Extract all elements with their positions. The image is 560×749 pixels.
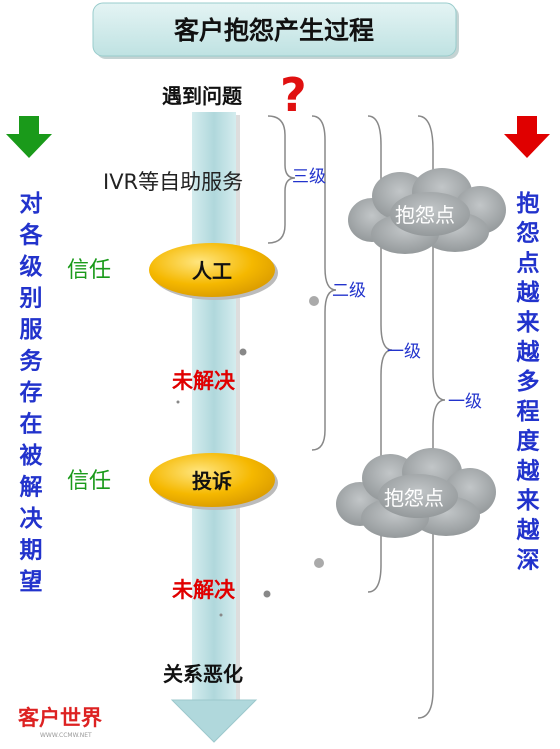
vertical-char: 点	[517, 250, 540, 276]
node-complaint-label: 投诉	[192, 469, 232, 493]
cloud-1-label: 抱怨点	[395, 203, 455, 227]
vertical-char: 越	[517, 280, 541, 306]
dot	[176, 400, 180, 404]
vertical-char: 服	[20, 317, 44, 343]
end-label: 关系恶化	[163, 662, 243, 686]
dot	[314, 558, 324, 568]
vertical-char: 在	[20, 411, 43, 438]
question-mark-icon: ?	[280, 68, 307, 122]
svg-text:客户世界: 客户世界	[18, 706, 102, 730]
complaint-cloud-2: 抱怨点	[336, 448, 496, 538]
title: 客户抱怨产生过程	[174, 16, 374, 45]
vertical-char: 期	[20, 538, 43, 564]
vertical-char: 怨	[517, 220, 540, 247]
vertical-char: 解	[20, 474, 43, 501]
title-box: 客户抱怨产生过程	[92, 2, 459, 59]
vertical-char: 程	[517, 399, 540, 425]
unresolved-label-2: 未解决	[172, 578, 236, 602]
trust-label-1: 信任	[67, 258, 111, 283]
unresolved-label-1: 未解决	[172, 369, 236, 393]
brace-level-1a	[367, 115, 393, 593]
ivr-label: IVR等自助服务	[103, 170, 243, 194]
vertical-char: 度	[517, 428, 541, 455]
vertical-char: 深	[517, 547, 540, 573]
dot	[309, 296, 319, 306]
level-2-label: 二级	[332, 281, 366, 301]
level-1b-label: 一级	[448, 392, 482, 412]
brace-level-1b	[417, 115, 446, 719]
level-1a-label: 一级	[387, 342, 421, 362]
node-manual-label: 人工	[192, 259, 232, 283]
vertical-char: 越	[517, 340, 541, 366]
vertical-char: 决	[20, 506, 44, 532]
start-label: 遇到问题	[162, 84, 243, 108]
vertical-char: 各	[19, 222, 44, 249]
vertical-char: 别	[19, 286, 43, 312]
vertical-char: 务	[20, 349, 44, 375]
vertical-char: 来	[517, 488, 541, 514]
vertical-char: 越	[517, 518, 541, 544]
brace-level-2	[311, 115, 337, 451]
vertical-char: 对	[20, 191, 43, 217]
level-3-label: 三级	[292, 167, 326, 187]
center-arrow	[170, 112, 258, 743]
vertical-char: 级	[20, 253, 43, 280]
node-complaint: 投诉	[149, 453, 278, 510]
dot	[239, 348, 247, 356]
vertical-char: 多	[517, 368, 540, 395]
vertical-char: 来	[517, 310, 541, 336]
vertical-char: 存	[20, 379, 43, 406]
vertical-char: 抱	[517, 190, 540, 217]
vertical-char: 望	[20, 569, 43, 595]
trust-label-2: 信任	[67, 469, 111, 494]
logo: 客户世界 WWW.CCMW.NET	[18, 706, 102, 739]
green-down-arrow-icon	[6, 116, 52, 158]
complaint-cloud-1: 抱怨点	[348, 168, 506, 254]
cloud-2-label: 抱怨点	[384, 486, 444, 510]
vertical-char: 越	[517, 458, 541, 484]
svg-text:WWW.CCMW.NET: WWW.CCMW.NET	[40, 732, 92, 739]
dot	[263, 590, 271, 598]
node-manual: 人工	[149, 243, 278, 300]
vertical-char: 被	[20, 443, 44, 469]
red-down-arrow-icon	[504, 116, 550, 158]
dot	[219, 613, 223, 617]
brace-level-3	[267, 115, 296, 244]
